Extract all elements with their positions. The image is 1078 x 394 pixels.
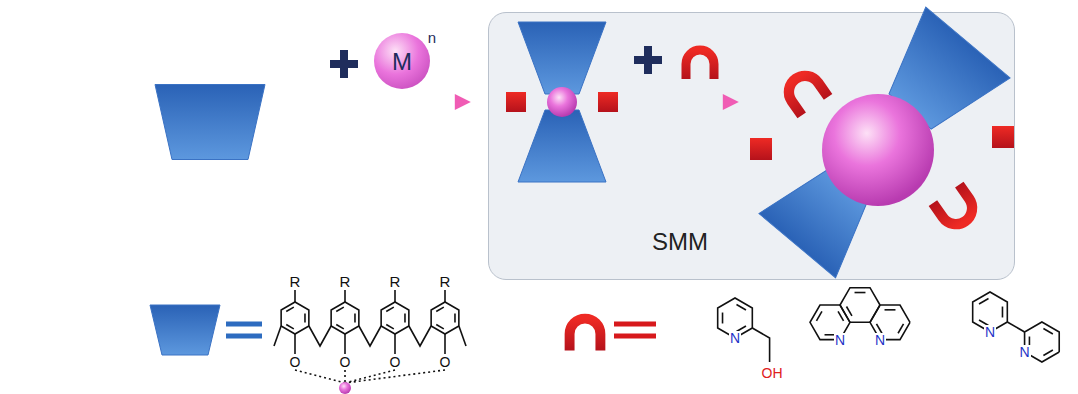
bond (979, 298, 988, 303)
ligand-arc (686, 50, 714, 79)
calixarene-icon (150, 305, 220, 355)
bond (1043, 328, 1052, 333)
bond (294, 334, 296, 354)
plus-sign (634, 46, 662, 74)
bond (870, 305, 910, 340)
metal-sphere (822, 94, 934, 206)
bond (304, 314, 306, 323)
bond (752, 328, 769, 362)
bond (295, 370, 345, 383)
equals-sign (614, 324, 656, 336)
calixarene-cone (155, 85, 265, 160)
substituent-label: R (389, 274, 402, 289)
bond (431, 302, 459, 334)
bond (386, 307, 394, 311)
anion-square (598, 92, 618, 112)
nitrogen-label: N (984, 325, 996, 339)
hydroxyl-label: OH (761, 366, 784, 380)
calixarene-cone (518, 110, 606, 182)
bond (810, 305, 850, 340)
charge-superscript: n (428, 30, 436, 45)
bond (459, 326, 466, 346)
ligand-arc (783, 70, 829, 116)
anion-square (992, 126, 1014, 148)
ligand-arc (933, 185, 979, 231)
bond (846, 306, 851, 315)
bond (973, 292, 1008, 332)
bond (344, 370, 346, 383)
bond (331, 302, 359, 334)
bond (736, 326, 745, 331)
anion-square (506, 92, 526, 112)
nitrogen-label: N (874, 333, 886, 347)
bond (286, 324, 294, 328)
oxygen-label: O (389, 355, 402, 369)
bond (825, 334, 836, 336)
bond (444, 290, 446, 302)
nitrogen-label: N (1019, 345, 1031, 359)
bond (336, 307, 344, 311)
oxygen-label: O (289, 355, 302, 369)
metal-dot (339, 382, 351, 394)
bond (309, 326, 331, 346)
equals-sign (226, 324, 262, 336)
bond (281, 302, 309, 334)
bond (386, 324, 394, 328)
bond (404, 314, 406, 323)
bond (816, 311, 821, 320)
calixarene-cone (518, 22, 606, 94)
bond (394, 290, 396, 302)
bond (736, 304, 745, 309)
bond (1002, 307, 1004, 318)
bond (885, 309, 896, 311)
reaction-arrow (350, 100, 458, 105)
metal-ion: Mn (374, 33, 430, 89)
bond (1007, 322, 1024, 332)
bond (394, 334, 396, 354)
bond (409, 326, 431, 346)
oxygen-label: O (439, 355, 452, 369)
bond (344, 334, 346, 354)
bond (336, 324, 344, 328)
bond (354, 314, 356, 323)
metal-sphere (547, 87, 577, 117)
bond (454, 314, 456, 323)
substituent-label: R (439, 274, 452, 289)
bond (381, 302, 409, 334)
metal-symbol: M (392, 50, 412, 74)
bond (294, 290, 296, 302)
bond (1029, 337, 1031, 348)
nitrogen-label: N (834, 333, 846, 347)
bond (718, 298, 753, 338)
substituent-label: R (339, 274, 352, 289)
reaction-arrow (632, 100, 726, 105)
plus-sign (330, 50, 358, 78)
bond (898, 324, 903, 333)
bond (722, 313, 724, 324)
bond (838, 311, 843, 320)
bond (286, 307, 294, 311)
bond (345, 370, 445, 383)
bond (344, 290, 346, 302)
bond (345, 370, 395, 383)
ligand-arc (570, 319, 601, 351)
bond (436, 307, 444, 311)
substituent-label: R (289, 274, 302, 289)
bond (436, 324, 444, 328)
bond (855, 292, 866, 294)
oxygen-label: O (339, 355, 352, 369)
bond (979, 320, 988, 325)
bond (274, 326, 281, 346)
bond (444, 334, 446, 354)
nitrogen-label: N (729, 331, 741, 345)
bond (876, 324, 881, 333)
bond (1043, 350, 1052, 355)
panel-title: SMM (652, 230, 708, 254)
bond (359, 326, 381, 346)
anion-square (750, 138, 772, 160)
bond (1025, 322, 1060, 362)
bond (840, 288, 880, 323)
